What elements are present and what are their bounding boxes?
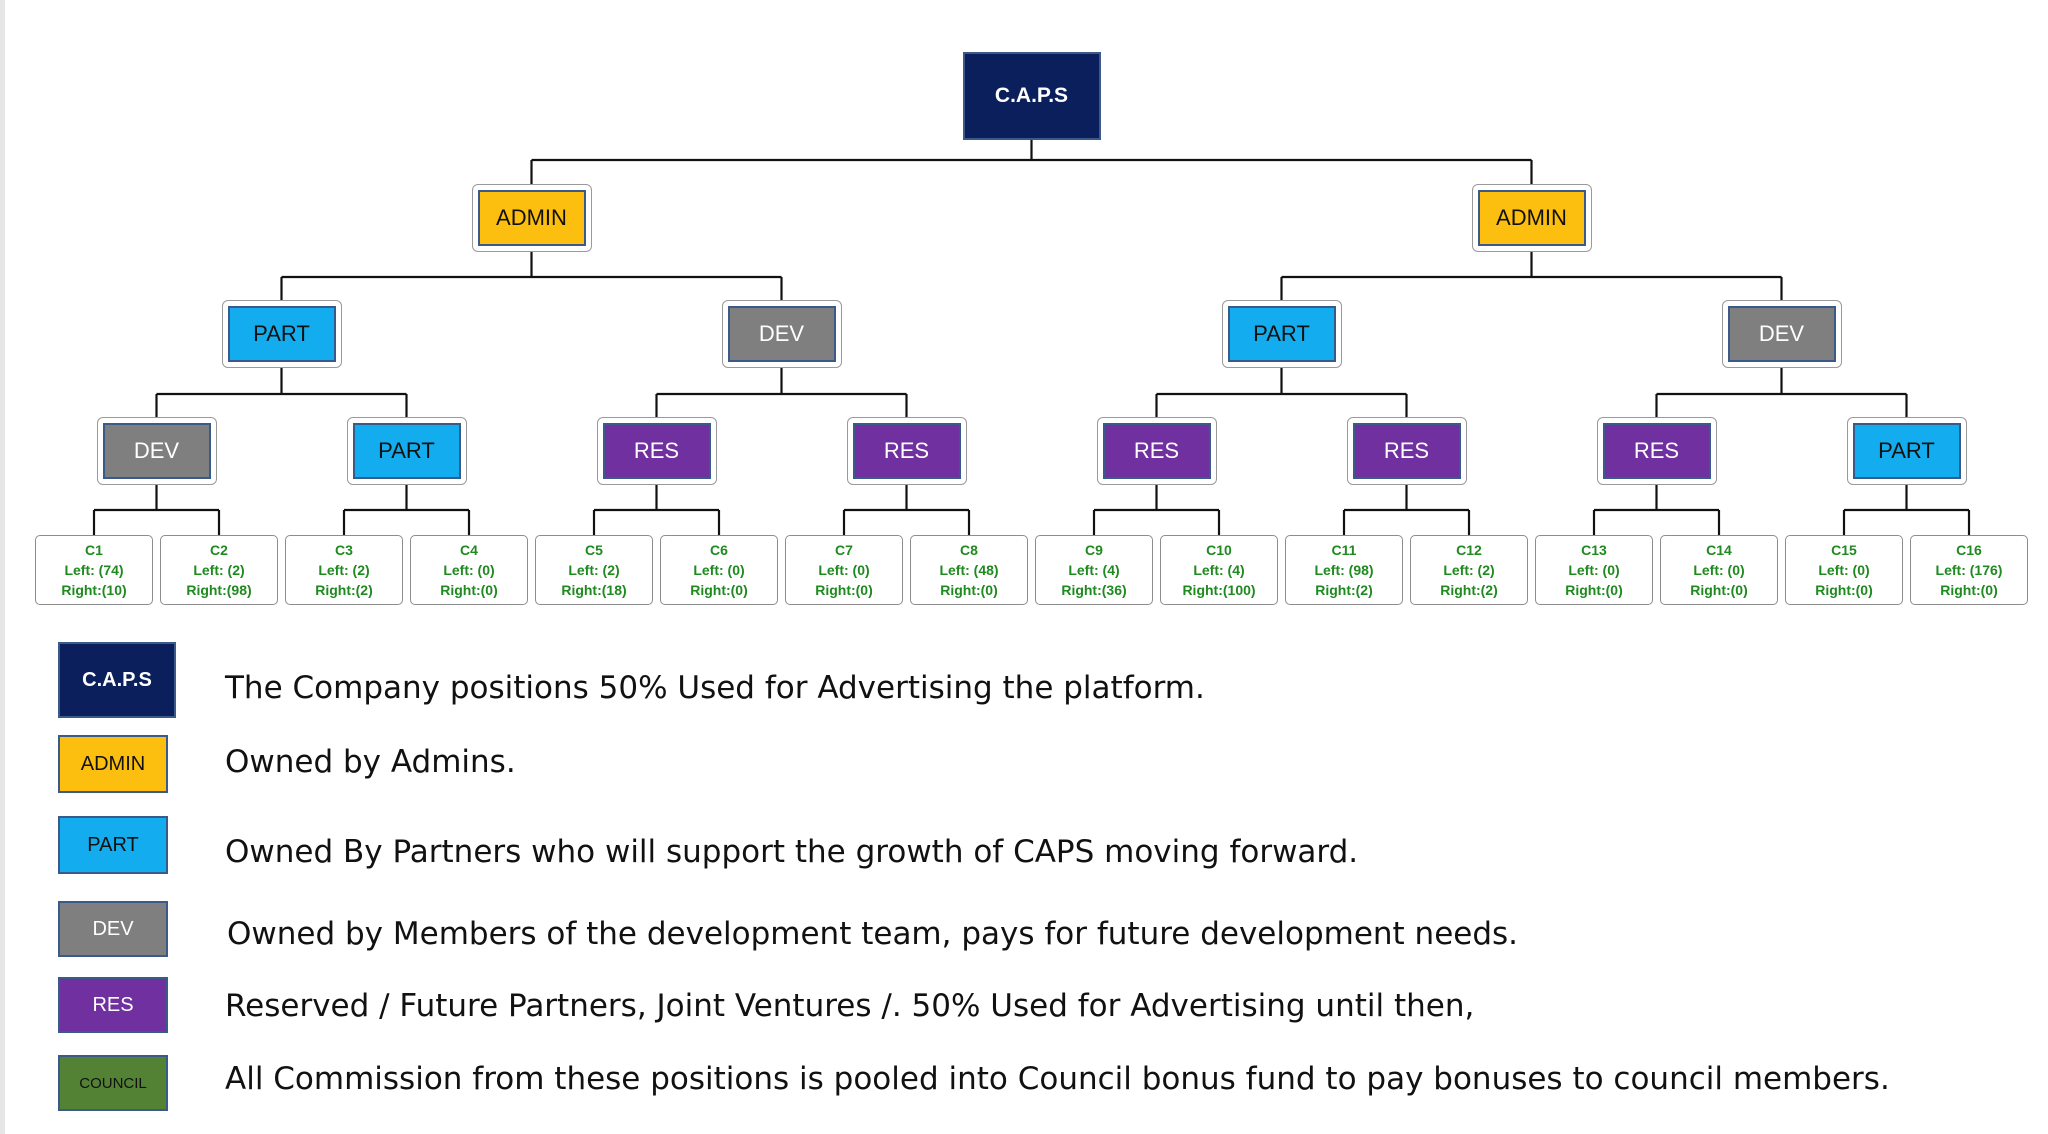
level2-node-part: PART	[1227, 306, 1336, 362]
leaf-name-label: C1	[85, 542, 103, 558]
level1-node-admin: ADMIN	[477, 190, 586, 246]
legend-description-admin: Owned by Admins.	[225, 744, 516, 780]
leaf-right-label: Right:(98)	[186, 582, 252, 598]
leaf-left-label: Left: (4)	[1193, 562, 1245, 578]
leaf-name-label: C5	[585, 542, 603, 558]
level3-node-res: RES	[852, 423, 961, 479]
leaf-left-label: Left: (0)	[1693, 562, 1745, 578]
leaf-right-label: Right:(2)	[1315, 582, 1373, 598]
leaf-right-label: Right:(100)	[1182, 582, 1256, 598]
legend-description-council: All Commission from these positions is p…	[225, 1061, 1890, 1097]
level3-node-part: PART	[352, 423, 461, 479]
leaf-right-label: Right:(0)	[440, 582, 498, 598]
leaf-right-label: Right:(36)	[1061, 582, 1127, 598]
level3-node-res: RES	[602, 423, 711, 479]
root-node-caps: C.A.P.S	[962, 52, 1101, 140]
level2-node-part: PART	[227, 306, 336, 362]
level3-node-res: RES	[1102, 423, 1211, 479]
leaf-name-label: C6	[710, 542, 728, 558]
legend-swatch-caps: C.A.P.S	[58, 642, 176, 718]
leaf-left-label: Left: (0)	[1568, 562, 1620, 578]
leaf-name-label: C11	[1331, 542, 1357, 558]
leaf-name-label: C2	[210, 542, 228, 558]
leaf-name-label: C4	[460, 542, 478, 558]
leaf-left-label: Left: (48)	[939, 562, 999, 578]
leaf-right-label: Right:(2)	[315, 582, 373, 598]
leaf-name-label: C3	[335, 542, 353, 558]
legend-description-caps: The Company positions 50% Used for Adver…	[225, 670, 1205, 706]
leaf-left-label: Left: (0)	[818, 562, 870, 578]
level3-node-part: PART	[1852, 423, 1961, 479]
legend-swatch-dev: DEV	[58, 901, 168, 957]
legend-description-part: Owned By Partners who will support the g…	[225, 834, 1359, 870]
leaf-right-label: Right:(18)	[561, 582, 627, 598]
level3-node-dev: DEV	[102, 423, 211, 479]
leaf-right-label: Right:(0)	[1565, 582, 1623, 598]
leaf-right-label: Right:(10)	[61, 582, 127, 598]
legend-swatch-admin: ADMIN	[58, 735, 168, 793]
level1-node-admin: ADMIN	[1477, 190, 1586, 246]
leaf-left-label: Left: (2)	[1443, 562, 1495, 578]
level2-node-dev: DEV	[727, 306, 836, 362]
legend-swatch-council: COUNCIL	[58, 1055, 168, 1111]
leaf-left-label: Left: (0)	[443, 562, 495, 578]
level2-node-dev: DEV	[1727, 306, 1836, 362]
leaf-name-label: C12	[1456, 542, 1482, 558]
leaf-name-label: C15	[1831, 542, 1857, 558]
leaf-right-label: Right:(0)	[1940, 582, 1998, 598]
leaf-right-label: Right:(2)	[1440, 582, 1498, 598]
leaf-left-label: Left: (2)	[318, 562, 370, 578]
leaf-name-label: C13	[1581, 542, 1607, 558]
org-tree: C.A.P.S ADMIN ADMIN PART DEV PART DEV DEV PART RE…	[35, 52, 2028, 605]
leaf-right-label: Right:(0)	[1690, 582, 1748, 598]
leaf-left-label: Left: (2)	[568, 562, 620, 578]
legend-swatch-res: RES	[58, 977, 168, 1033]
level3-node-res: RES	[1352, 423, 1461, 479]
leaf-left-label: Left: (2)	[193, 562, 245, 578]
legend-description-res: Reserved / Future Partners, Joint Ventur…	[225, 988, 1475, 1024]
leaf-right-label: Right:(0)	[940, 582, 998, 598]
legend-swatch-part: PART	[58, 816, 168, 874]
leaf-right-label: Right:(0)	[815, 582, 873, 598]
leaf-left-label: Left: (176)	[1935, 562, 2003, 578]
leaf-right-label: Right:(0)	[1815, 582, 1873, 598]
leaf-left-label: Left: (98)	[1314, 562, 1374, 578]
leaf-name-label: C16	[1956, 542, 1982, 558]
leaf-name-label: C14	[1706, 542, 1732, 558]
leaf-left-label: Left: (74)	[64, 562, 124, 578]
left-edge-bar	[0, 0, 5, 1134]
leaf-left-label: Left: (4)	[1068, 562, 1120, 578]
leaf-name-label: C9	[1085, 542, 1103, 558]
leaf-name-label: C8	[960, 542, 978, 558]
legend-description-dev: Owned by Members of the development team…	[227, 916, 1519, 952]
level3-node-res: RES	[1602, 423, 1711, 479]
leaf-left-label: Left: (0)	[1818, 562, 1870, 578]
leaf-name-label: C7	[835, 542, 853, 558]
leaf-left-label: Left: (0)	[693, 562, 745, 578]
leaf-right-label: Right:(0)	[690, 582, 748, 598]
leaf-name-label: C10	[1206, 542, 1232, 558]
